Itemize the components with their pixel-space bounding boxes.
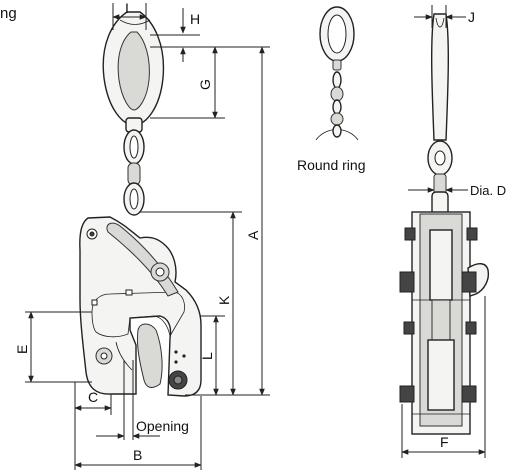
label-H: H xyxy=(190,11,200,27)
label-C: C xyxy=(88,389,98,405)
label-F: F xyxy=(440,434,449,450)
label-G: G xyxy=(197,79,213,90)
front-chain xyxy=(123,129,145,216)
front-dimensions: I H G A K L E C xyxy=(14,0,270,470)
front-view xyxy=(79,11,202,397)
title-fragment: ng xyxy=(0,5,17,22)
side-dimensions: J Dia. D F xyxy=(401,5,506,458)
label-round-ring: Round ring xyxy=(297,157,366,173)
label-A: A xyxy=(245,230,261,240)
label-L: L xyxy=(199,352,215,360)
round-ring-view: Round ring xyxy=(297,6,366,173)
side-view xyxy=(399,13,490,435)
label-K: K xyxy=(216,295,232,305)
label-J: J xyxy=(468,9,475,25)
label-I: I xyxy=(125,0,129,16)
label-B: B xyxy=(133,447,142,463)
label-opening: Opening xyxy=(136,418,189,434)
label-dia-d: Dia. D xyxy=(470,183,506,198)
label-E: E xyxy=(14,345,30,354)
